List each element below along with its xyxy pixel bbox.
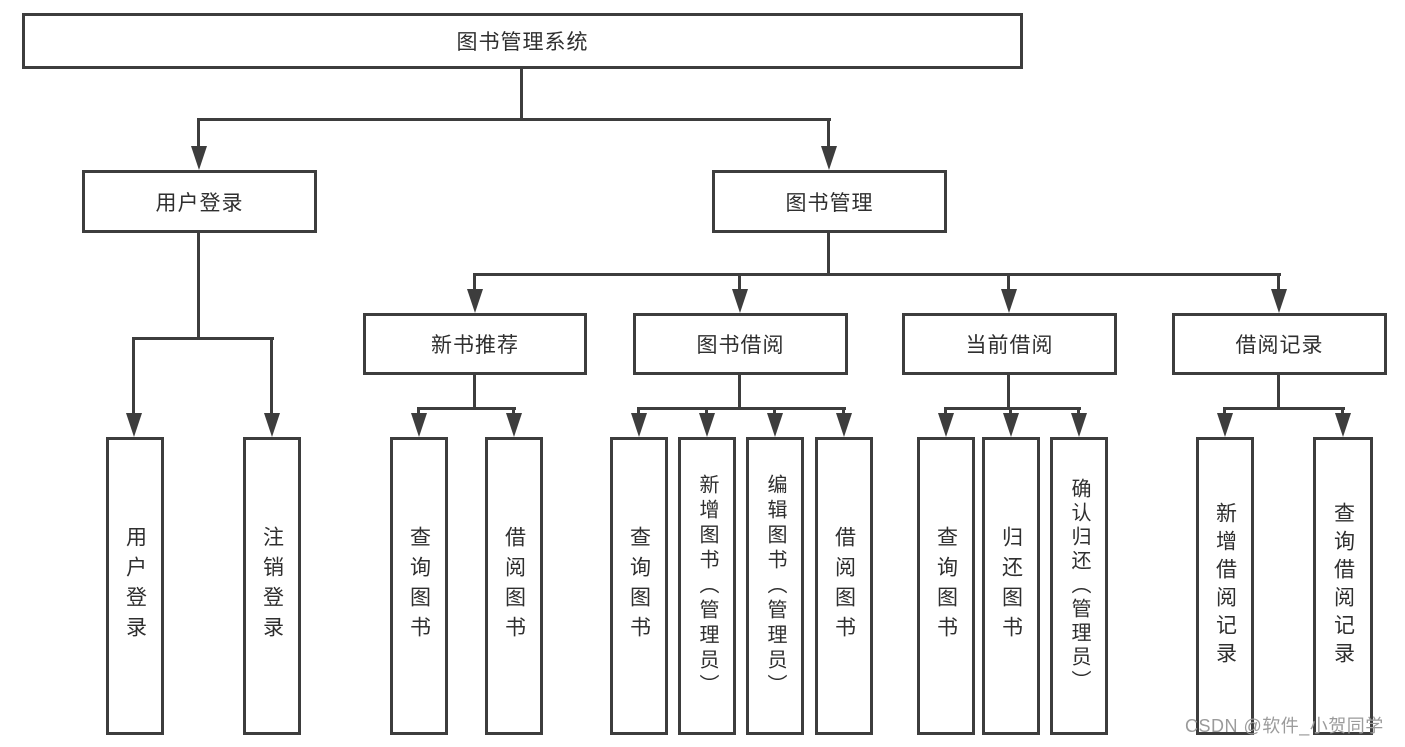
leaf-label: 编辑图书（管理员） — [764, 473, 786, 699]
node-library-system: 图书管理系统 — [22, 13, 1023, 69]
connector-line — [1223, 407, 1226, 417]
node-user-login: 用户登录 — [82, 170, 317, 233]
connector-line — [473, 273, 1281, 276]
leaf-label: 新增借阅记录 — [1213, 502, 1237, 670]
node-book-borrow: 图书借阅 — [633, 313, 848, 375]
leaf-query-books-current: 查询图书 — [917, 437, 975, 735]
connector-line — [637, 407, 846, 410]
connector-line — [944, 407, 947, 417]
connector-line — [270, 337, 273, 417]
connector-line — [1009, 407, 1012, 417]
connector-line — [473, 375, 476, 407]
leaf-label: 新增图书（管理员） — [696, 473, 718, 699]
csdn-watermark: CSDN @软件_小贺同学 — [1185, 716, 1384, 736]
connector-line — [473, 273, 476, 293]
arrow-down-icon — [264, 413, 280, 437]
arrow-down-icon — [836, 413, 852, 437]
node-new-book-recommend: 新书推荐 — [363, 313, 587, 375]
connector-line — [944, 407, 1081, 410]
arrow-down-icon — [506, 413, 522, 437]
leaf-label: 注销登录 — [260, 526, 284, 646]
leaf-query-borrow-record: 查询借阅记录 — [1313, 437, 1373, 735]
arrow-down-icon — [631, 413, 647, 437]
arrow-down-icon — [821, 146, 837, 170]
connector-line — [738, 273, 741, 293]
leaf-label: 查询借阅记录 — [1331, 502, 1355, 670]
connector-line — [637, 407, 640, 417]
node-book-management: 图书管理 — [712, 170, 947, 233]
arrow-down-icon — [1071, 413, 1087, 437]
connector-line — [197, 118, 831, 121]
leaf-label: 确认归还（管理员） — [1068, 478, 1090, 694]
arrow-down-icon — [1003, 413, 1019, 437]
connector-line — [773, 407, 776, 417]
leaf-label: 归还图书 — [999, 526, 1023, 646]
arrow-down-icon — [767, 413, 783, 437]
leaf-label: 查询图书 — [407, 526, 431, 646]
connector-line — [132, 337, 135, 417]
connector-line — [827, 233, 830, 273]
connector-line — [1341, 407, 1344, 417]
leaf-label: 借阅图书 — [502, 526, 526, 646]
leaf-add-borrow-record: 新增借阅记录 — [1196, 437, 1254, 735]
connector-line — [197, 233, 200, 337]
connector-line — [520, 69, 523, 118]
leaf-borrow-books: 借阅图书 — [815, 437, 873, 735]
arrow-down-icon — [126, 413, 142, 437]
connector-line — [1007, 375, 1010, 407]
arrow-down-icon — [1335, 413, 1351, 437]
connector-line — [132, 337, 274, 340]
arrow-down-icon — [1271, 289, 1287, 313]
leaf-label: 用户登录 — [123, 526, 147, 646]
connector-line — [1077, 407, 1080, 417]
connector-line — [705, 407, 708, 417]
leaf-return-book: 归还图书 — [982, 437, 1040, 735]
connector-line — [842, 407, 845, 417]
node-current-borrow: 当前借阅 — [902, 313, 1117, 375]
arrow-down-icon — [411, 413, 427, 437]
arrow-down-icon — [467, 289, 483, 313]
leaf-query-books-recommend: 查询图书 — [390, 437, 448, 735]
leaf-label: 借阅图书 — [832, 526, 856, 646]
connector-line — [738, 375, 741, 407]
connector-line — [827, 118, 830, 150]
connector-line — [512, 407, 515, 417]
connector-line — [1277, 273, 1280, 293]
connector-line — [417, 407, 420, 417]
leaf-confirm-return-admin: 确认归还（管理员） — [1050, 437, 1108, 735]
connector-line — [417, 407, 516, 410]
leaf-logout: 注销登录 — [243, 437, 301, 735]
leaf-add-book-admin: 新增图书（管理员） — [678, 437, 736, 735]
node-borrow-record: 借阅记录 — [1172, 313, 1387, 375]
connector-line — [197, 118, 200, 150]
arrow-down-icon — [1001, 289, 1017, 313]
leaf-label: 查询图书 — [627, 526, 651, 646]
leaf-query-books-borrow: 查询图书 — [610, 437, 668, 735]
arrow-down-icon — [938, 413, 954, 437]
arrow-down-icon — [191, 146, 207, 170]
arrow-down-icon — [699, 413, 715, 437]
connector-line — [1007, 273, 1010, 293]
leaf-borrow-books-recommend: 借阅图书 — [485, 437, 543, 735]
arrow-down-icon — [732, 289, 748, 313]
leaf-edit-book-admin: 编辑图书（管理员） — [746, 437, 804, 735]
leaf-label: 查询图书 — [934, 526, 958, 646]
leaf-user-login: 用户登录 — [106, 437, 164, 735]
connector-line — [1277, 375, 1280, 407]
connector-line — [1223, 407, 1345, 410]
arrow-down-icon — [1217, 413, 1233, 437]
